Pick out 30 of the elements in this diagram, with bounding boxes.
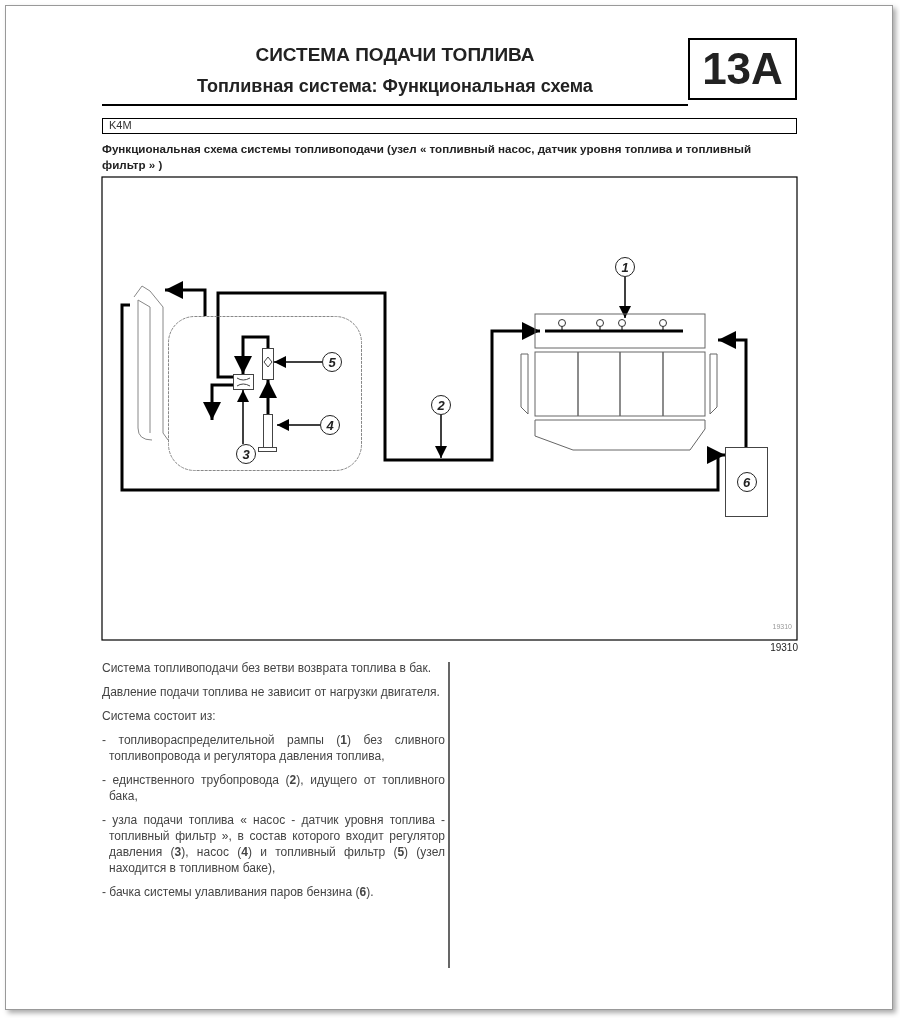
leader-line bbox=[435, 414, 447, 459]
figure-caption: Функциональная схема системы топливоподачи (узел « топливный насос, датчик уровня топлива и топливный фильтр » ) bbox=[102, 141, 753, 173]
paragraph: Система топливоподачи без ветви возврата топлива в бак. bbox=[102, 660, 432, 676]
paragraph: Давление подачи топлива не зависит от нагрузки двигателя. bbox=[102, 684, 441, 700]
fuel-pipe bbox=[259, 380, 277, 414]
page-title: СИСТЕМА ПОДАЧИ ТОПЛИВА bbox=[254, 44, 536, 66]
page-subtitle: Топливная система: Функциональная схема bbox=[196, 76, 594, 97]
figure-number: 19310 bbox=[769, 642, 798, 653]
leader-line bbox=[273, 356, 323, 368]
list-item: - бачка системы улавливания паров бензина (6). bbox=[102, 884, 375, 900]
regulator-symbol bbox=[233, 374, 254, 390]
fuel-pipe bbox=[203, 383, 233, 420]
leader-line bbox=[237, 389, 249, 445]
fuel-pipe bbox=[120, 303, 726, 492]
canister-box bbox=[725, 447, 768, 517]
fuel-pipe bbox=[718, 331, 748, 447]
fuel-tank-drawing bbox=[168, 316, 362, 471]
fuel-pipe bbox=[234, 335, 270, 374]
list-item: - топливораспределительной рампы (1) без сливного топливопровода и регулятора давления топлива, bbox=[102, 732, 445, 764]
leader-line bbox=[619, 276, 631, 319]
filter-symbol bbox=[262, 348, 274, 380]
paragraph: Система состоит из: bbox=[102, 708, 217, 724]
list-item: - единственного трубопровода (2), идущего от топливного бака, bbox=[102, 772, 445, 804]
engine-code: K4M bbox=[102, 118, 797, 134]
section-number: 13A bbox=[688, 38, 797, 100]
list-item: - узла подачи топлива « насос - датчик уровня топлива - топливный фильтр », в состав которого входит регулятор давления (3), насос (4) и топливный фильтр (5) (узел находится в топливном баке), bbox=[102, 812, 445, 876]
leader-line bbox=[276, 419, 321, 431]
pump-symbol bbox=[258, 414, 277, 452]
fuel-pipe bbox=[165, 281, 207, 316]
fuel-pipe bbox=[216, 291, 540, 462]
